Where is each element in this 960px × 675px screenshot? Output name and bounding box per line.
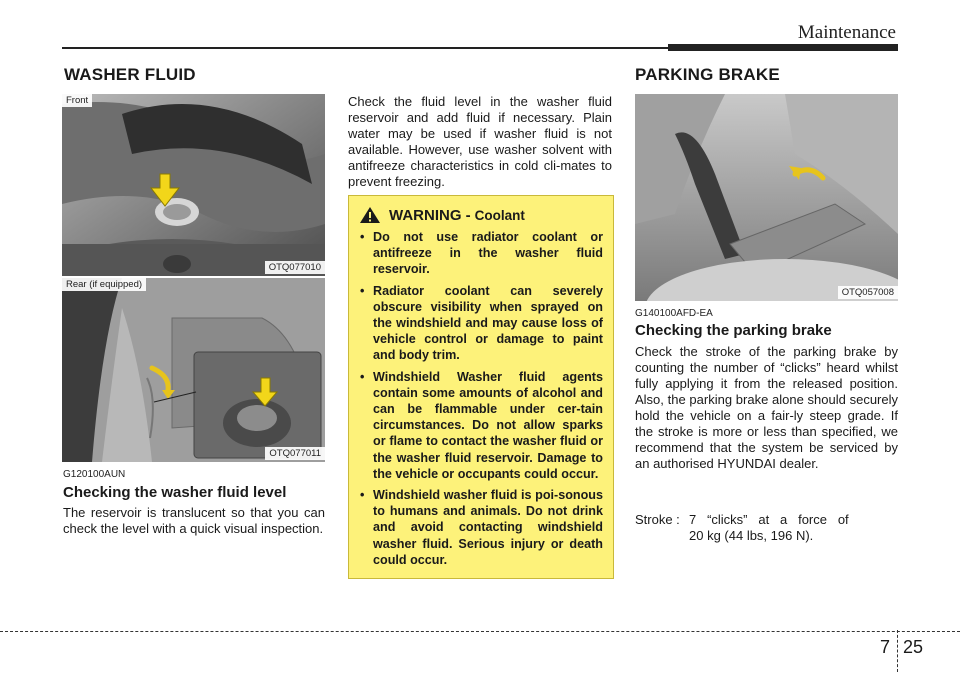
stroke-label: Stroke :	[635, 512, 680, 527]
warning-item: Do not use radiator coolant or antifreez…	[357, 229, 603, 278]
footer-dotted-rule	[0, 631, 960, 632]
parking-brake-photo: OTQ057008	[635, 94, 898, 301]
warning-item: Windshield washer fluid is poi-sonous to…	[357, 487, 603, 568]
warning-triangle-icon	[360, 207, 380, 223]
warning-item: Windshield Washer fluid agents contain s…	[357, 369, 603, 482]
washer-body-text: The reservoir is translucent so that you…	[63, 505, 325, 536]
photo-code-otq077011: OTQ077011	[265, 447, 325, 460]
parking-subheading: Checking the parking brake	[635, 322, 832, 339]
washer-reservoir-front-photo: Front OTQ077010	[62, 94, 325, 276]
warning-subtitle: Coolant	[474, 207, 525, 223]
washer-fluid-heading: WASHER FLUID	[64, 65, 196, 84]
front-label: Front	[62, 94, 93, 107]
warning-header: WARNING - Coolant	[359, 206, 525, 224]
footer-separator	[897, 630, 898, 672]
warning-coolant-box: WARNING - Coolant Do not use radiator co…	[348, 195, 614, 579]
warning-item: Radiator coolant can severely obscure vi…	[357, 283, 603, 364]
fluid-level-body-text: Check the fluid level in the washer flui…	[348, 94, 612, 189]
parking-brake-heading: PARKING BRAKE	[635, 65, 780, 84]
page-number: 25	[903, 637, 924, 657]
washer-subheading: Checking the washer fluid level	[63, 484, 287, 501]
header-rule	[62, 47, 670, 49]
warning-list: Do not use radiator coolant or antifreez…	[357, 229, 603, 568]
page-header-title: Maintenance	[797, 22, 896, 43]
washer-reservoir-rear-photo: Rear (if equipped) OTQ077011	[62, 278, 325, 462]
warning-title: WARNING -	[389, 206, 471, 224]
parking-ref-code: G140100AFD-EA	[635, 308, 713, 319]
parking-body-text: Check the stroke of the parking brake by…	[635, 344, 898, 471]
washer-ref-code: G120100AUN	[63, 469, 126, 480]
photo-code-otq057008: OTQ057008	[837, 286, 898, 299]
chapter-number: 7	[880, 637, 891, 657]
rear-if-equipped-label: Rear (if equipped)	[62, 278, 147, 291]
photo-code-otq077010: OTQ077010	[264, 261, 325, 274]
header-bar	[668, 44, 898, 51]
stroke-value-line2: 20 kg (44 lbs, 196 N).	[689, 528, 814, 543]
stroke-value-line1: 7 “clicks” at a force of	[689, 512, 849, 527]
